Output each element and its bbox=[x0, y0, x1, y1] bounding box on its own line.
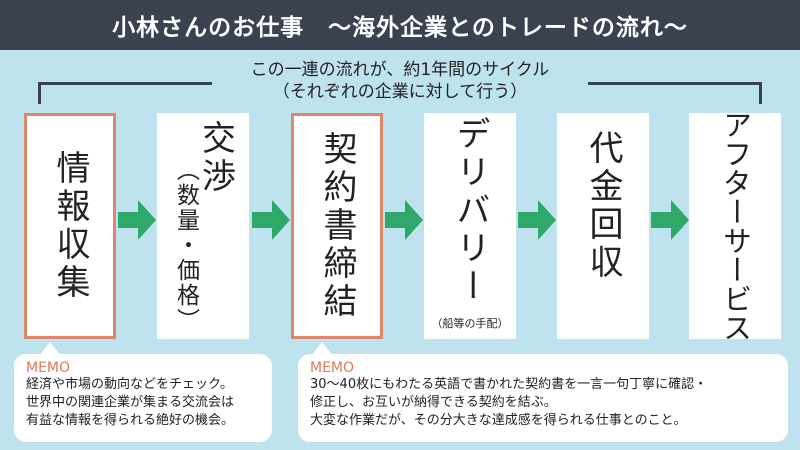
arrow-right-icon bbox=[518, 200, 556, 240]
memo-line: 大変な作業だが、その分大きな達成感を得られる仕事とのこと。 bbox=[310, 413, 687, 428]
page-title: 小林さんのお仕事 ～海外企業とのトレードの流れ～ bbox=[112, 15, 688, 41]
step-sublabel: （数量・価格） bbox=[172, 157, 199, 333]
memo-line: 世界中の関連企業が集まる交流会は bbox=[26, 395, 235, 410]
arrow-right-icon bbox=[651, 200, 689, 240]
step-label: 交渉 bbox=[195, 119, 236, 196]
step-label: 情報収集 bbox=[50, 150, 90, 302]
memo-information: MEMO 経済や市場の動向などをチェック。 世界中の関連企業が集まる交流会は 有… bbox=[14, 354, 272, 442]
step-label: アフターサービス bbox=[718, 110, 753, 342]
memo-line: 経済や市場の動向などをチェック。 bbox=[26, 377, 233, 392]
title-bar: 小林さんのお仕事 ～海外企業とのトレードの流れ～ bbox=[0, 0, 800, 50]
step-note: （船等の手配） bbox=[431, 317, 509, 330]
memo-title: MEMO bbox=[26, 360, 71, 376]
memo-contract: MEMO 30～40枚にもわたる英語で書かれた契約書を一言一句丁寧に確認・ 修正… bbox=[298, 354, 788, 442]
step-negotiation: 交渉 （数量・価格） bbox=[157, 113, 249, 339]
cycle-subcaption: （それぞれの企業に対して行う） bbox=[272, 82, 528, 102]
memo-line: 有益な情報を得られる絶好の機会。 bbox=[26, 413, 235, 428]
step-delivery: デリバリー （船等の手配） bbox=[424, 113, 516, 339]
step-after-service: アフターサービス bbox=[689, 110, 781, 342]
arrow-right-icon bbox=[252, 200, 290, 240]
step-payment-collection: 代金回収 bbox=[557, 113, 649, 339]
arrow-right-icon bbox=[385, 200, 423, 240]
step-label: 契約書締結 bbox=[317, 131, 357, 321]
cycle-caption: この一連の流れが、約1年間のサイクル bbox=[250, 60, 550, 80]
memo-line: 30～40枚にもわたる英語で書かれた契約書を一言一句丁寧に確認・ bbox=[310, 377, 708, 392]
step-label: 代金回収 bbox=[583, 130, 623, 282]
step-information-gathering: 情報収集 bbox=[24, 113, 116, 339]
memo-title: MEMO bbox=[310, 360, 355, 376]
memo-line: 修正し、お互いが納得できる契約を結ぶ。 bbox=[310, 395, 557, 410]
step-label: デリバリー bbox=[450, 116, 490, 306]
step-contract-signing: 契約書締結 bbox=[291, 113, 383, 339]
arrow-right-icon bbox=[118, 200, 156, 240]
